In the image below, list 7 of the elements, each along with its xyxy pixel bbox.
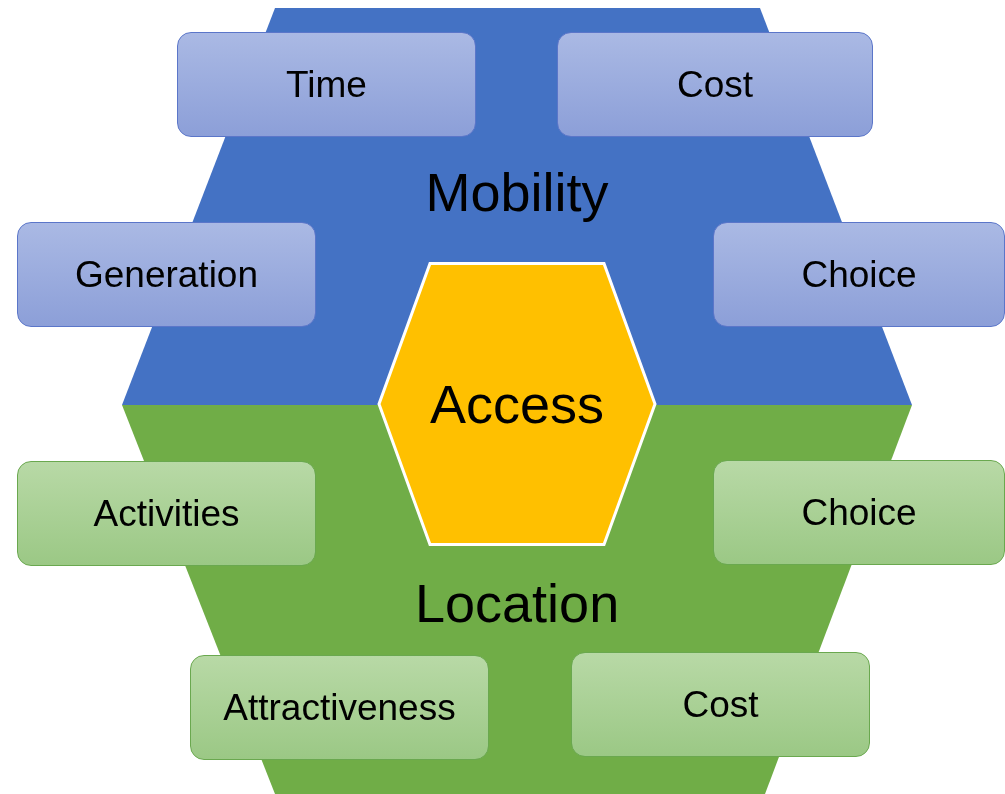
band-title: Location <box>415 576 620 630</box>
center-label: Access <box>430 377 605 431</box>
hexagon <box>377 262 657 546</box>
category-box: Choice <box>713 460 1005 565</box>
category-box: Choice <box>713 222 1005 327</box>
category-box: Generation <box>17 222 316 327</box>
category-box: Activities <box>17 461 316 566</box>
